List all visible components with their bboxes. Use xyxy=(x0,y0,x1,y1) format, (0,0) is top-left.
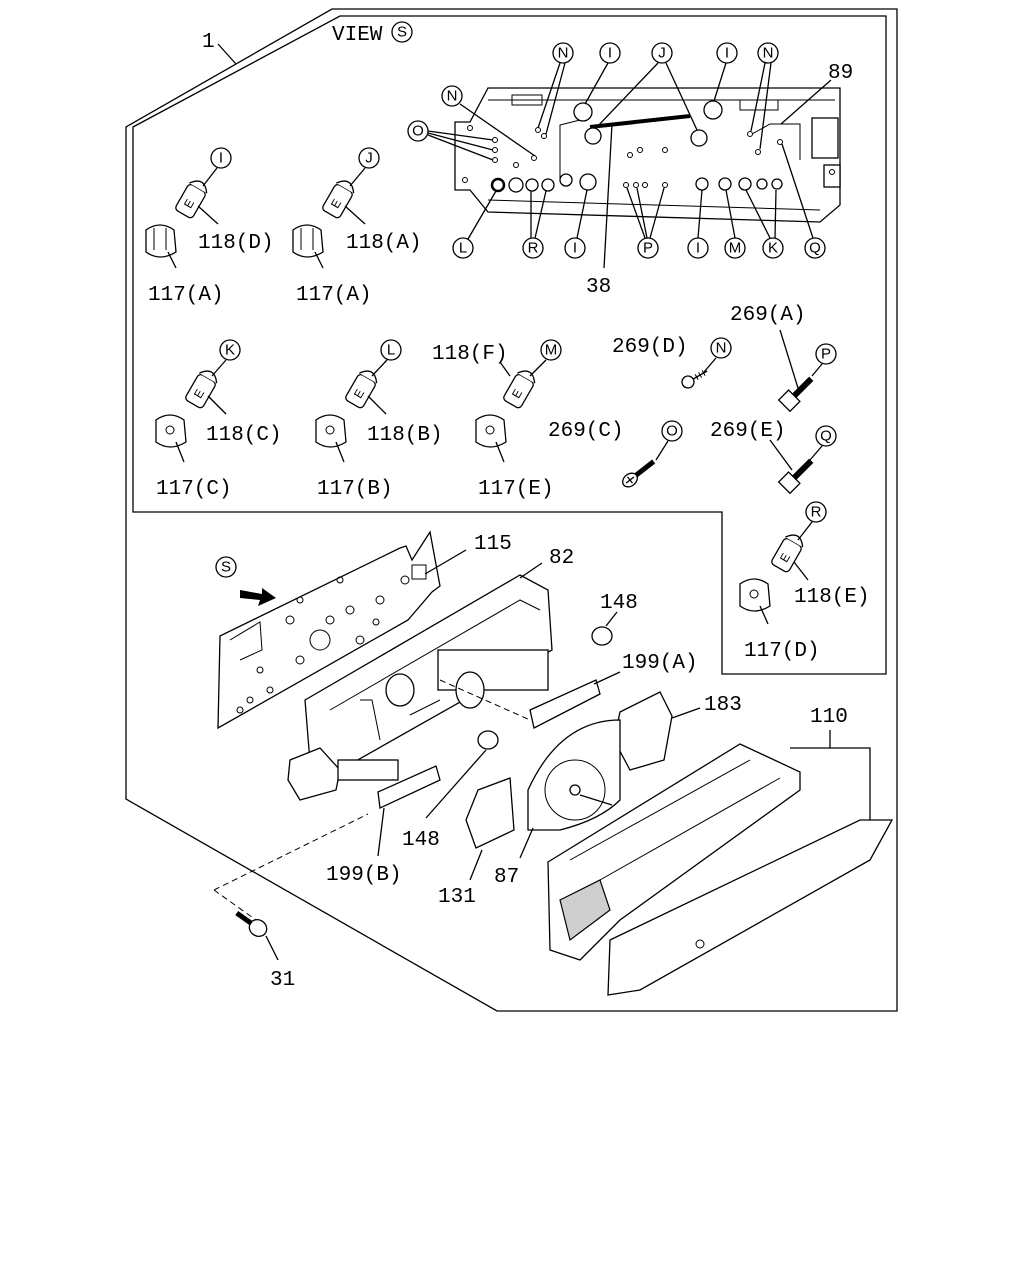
callout-117d: 117(D) xyxy=(744,640,820,663)
socket-117-e xyxy=(475,414,507,448)
callout-letter: K xyxy=(768,240,778,257)
bulb-118-a: E xyxy=(322,180,355,219)
letter-q-screw: Q xyxy=(820,428,832,445)
bulb-118-c: E xyxy=(185,370,218,409)
callout-131: 131 xyxy=(438,886,476,909)
callout-letter: Q xyxy=(809,240,821,257)
callout-31: 31 xyxy=(270,969,295,992)
letter-k-bulb: K xyxy=(225,342,235,359)
callout-letter: J xyxy=(658,45,666,62)
letter-j-bulb: J xyxy=(365,150,373,167)
view-marker-letter: S xyxy=(397,24,407,41)
socket-117-c xyxy=(155,414,187,448)
callout-183: 183 xyxy=(704,694,742,717)
callout-117e: 117(E) xyxy=(478,478,554,501)
bulb-118-b: E xyxy=(345,370,378,409)
callout-letter: I xyxy=(696,240,700,257)
plate-199-b xyxy=(377,765,441,809)
callout-117b: 117(B) xyxy=(317,478,393,501)
bulb-118-d: E xyxy=(175,180,208,219)
socket-117-a-2 xyxy=(292,224,324,258)
rear-view-leaders xyxy=(427,62,832,269)
callout-letter: I xyxy=(573,240,577,257)
socket-117-d xyxy=(739,578,771,612)
callout-117a-2: 117(A) xyxy=(296,284,372,307)
knob-148-upper xyxy=(591,626,613,646)
callout-115: 115 xyxy=(474,533,512,556)
letter-l-bulb: L xyxy=(387,342,395,359)
callout-269d: 269(D) xyxy=(612,336,688,359)
callout-letter: M xyxy=(729,240,742,257)
callout-letter: I xyxy=(725,45,729,62)
callout-letter: N xyxy=(558,45,569,62)
meter-case-82 xyxy=(287,574,553,801)
callout-letter: N xyxy=(763,45,774,62)
callout-118a: 118(A) xyxy=(346,232,422,255)
callout-letter: R xyxy=(528,240,539,257)
callout-letter: N xyxy=(447,88,458,105)
bulb-118-e: E xyxy=(771,534,804,573)
circuit-board-115 xyxy=(217,530,441,730)
callout-118d: 118(D) xyxy=(198,232,274,255)
callout-148-lower: 148 xyxy=(402,829,440,852)
letter-p-screw: P xyxy=(821,346,831,363)
callout-1: 1 xyxy=(202,31,215,54)
bulb-118-f: E xyxy=(503,370,536,409)
letter-o-screw: O xyxy=(666,423,678,440)
screw-269-a xyxy=(777,376,814,413)
callout-117a-1: 117(A) xyxy=(148,284,224,307)
gauge-131 xyxy=(465,777,515,849)
callout-letter: O xyxy=(412,123,424,140)
socket-117-a-1 xyxy=(145,224,177,258)
view-marker-circle xyxy=(391,21,413,43)
screw-269-d xyxy=(681,370,708,389)
view-label: VIEW xyxy=(332,24,383,47)
callout-118b: 118(B) xyxy=(367,424,443,447)
callout-89: 89 xyxy=(828,62,853,85)
callout-269e: 269(E) xyxy=(710,420,786,443)
callout-118e: 118(E) xyxy=(794,586,870,609)
callout-38: 38 xyxy=(586,276,611,299)
screw-269-e xyxy=(777,458,814,495)
callout-82: 82 xyxy=(549,547,574,570)
callout-269c: 269(C) xyxy=(548,420,624,443)
callout-letter: P xyxy=(643,240,653,257)
speedometer-87 xyxy=(527,719,621,831)
callout-118c: 118(C) xyxy=(206,424,282,447)
view-direction-arrow xyxy=(240,588,276,606)
socket-117-b xyxy=(315,414,347,448)
rear-panel-view xyxy=(454,87,841,223)
view-s-frame xyxy=(132,15,887,675)
gauge-183 xyxy=(613,691,673,771)
callout-269a: 269(A) xyxy=(730,304,806,327)
lens-cover-110 xyxy=(547,743,894,996)
assembly-frame xyxy=(125,8,898,1012)
knob-148-lower xyxy=(477,730,499,750)
callout-letter: L xyxy=(459,240,467,257)
letter-n-screw: N xyxy=(716,340,727,357)
callout-148-upper: 148 xyxy=(600,592,638,615)
callout-letter: I xyxy=(608,45,612,62)
letter-i-bulb: I xyxy=(219,150,223,167)
callout-110: 110 xyxy=(810,706,848,729)
screw-31 xyxy=(235,911,268,937)
letter-m-bulb: M xyxy=(545,342,558,359)
callout-199a: 199(A) xyxy=(622,652,698,675)
assembly-s-marker: S xyxy=(221,559,231,576)
callout-87: 87 xyxy=(494,866,519,889)
letter-r-bulb: R xyxy=(811,504,822,521)
plate-199-a xyxy=(529,679,601,729)
callout-118f: 118(F) xyxy=(432,343,508,366)
callout-199b: 199(B) xyxy=(326,864,402,887)
screw-269-c xyxy=(622,459,656,488)
callout-117c: 117(C) xyxy=(156,478,232,501)
